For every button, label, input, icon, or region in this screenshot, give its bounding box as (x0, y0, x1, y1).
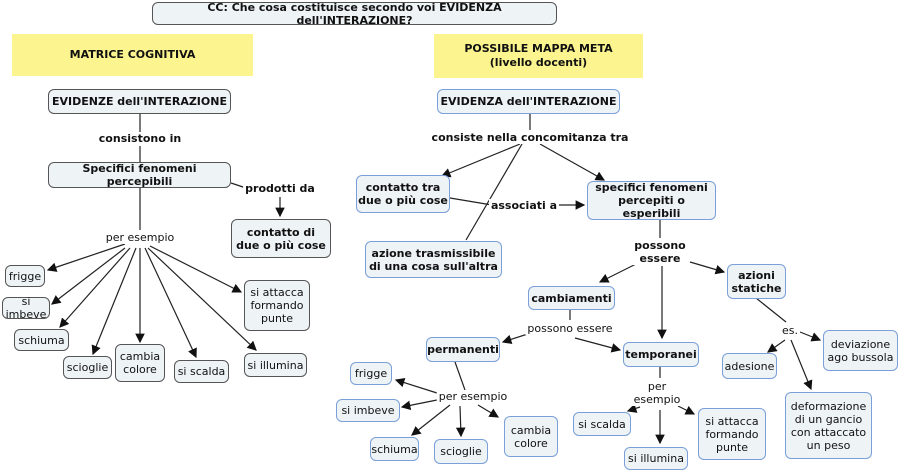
example-si-imbeve[interactable]: si imbeve (2, 295, 50, 321)
header-matrice-cognitiva: MATRICE COGNITIVA (12, 34, 253, 76)
example-si-scalda[interactable]: si scalda (174, 360, 229, 383)
example-cambia-colore[interactable]: cambia colore (115, 344, 165, 382)
example-frigge[interactable]: frigge (5, 265, 45, 287)
temp-si-illumina[interactable]: si illumina (624, 447, 688, 470)
perm-frigge[interactable]: frigge (350, 362, 392, 385)
link-prodotti-da: prodotti da (243, 182, 317, 195)
node-evidenza[interactable]: EVIDENZA dell'INTERAZIONE (437, 89, 620, 114)
header-mappa-meta: POSSIBILE MAPPA META (livello docenti) (434, 34, 643, 78)
link-consistono-in: consistono in (96, 132, 184, 145)
node-temporanei[interactable]: temporanei (623, 342, 699, 367)
link-possono-essere: possono essere (632, 239, 688, 265)
example-schiuma[interactable]: schiuma (14, 329, 69, 351)
example-si-attacca[interactable]: si attacca formando punte (244, 280, 310, 331)
example-adesione[interactable]: adesione (722, 353, 777, 379)
node-contatto-tra[interactable]: contatto tra due o più cose (356, 175, 450, 213)
example-si-illumina[interactable]: si illumina (244, 353, 307, 377)
node-specifici-fenomeni-percepiti[interactable]: specifici fenomeni percepiti o esperibil… (587, 181, 716, 220)
example-deformazione[interactable]: deformazione di un gancio con attaccato … (785, 392, 872, 459)
temp-si-scalda[interactable]: si scalda (573, 412, 631, 436)
link-per-esempio: per esempio (103, 231, 177, 244)
perm-cambia-colore[interactable]: cambia colore (504, 416, 558, 457)
question-title: CC: Che cosa costituisce secondo voi EVI… (152, 1, 557, 27)
node-azione-trasmissibile[interactable]: azione trasmissibile di una cosa sull'al… (365, 241, 502, 278)
link-concomitanza: consiste nella concomitanza tra (429, 131, 631, 144)
perm-scioglie[interactable]: scioglie (434, 439, 488, 464)
node-cambiamenti[interactable]: cambiamenti (528, 286, 615, 310)
example-scioglie[interactable]: scioglie (63, 356, 112, 379)
node-permanenti[interactable]: permanenti (426, 337, 500, 362)
example-deviazione[interactable]: deviazione ago bussola (823, 330, 898, 371)
link-per-esempio-perm: per esempio (436, 390, 510, 403)
perm-schiuma[interactable]: schiuma (370, 437, 419, 461)
link-possono-essere-2: possono essere (525, 322, 615, 335)
node-azioni-statiche[interactable]: azioni statiche (727, 264, 786, 299)
temp-si-attacca[interactable]: si attacca formando punte (698, 408, 766, 460)
perm-si-imbeve[interactable]: si imbeve (336, 399, 400, 422)
node-contatto[interactable]: contatto di due o più cose (231, 219, 331, 258)
node-evidenze[interactable]: EVIDENZE dell'INTERAZIONE (48, 89, 231, 114)
node-specifici-fenomeni[interactable]: Specifici fenomeni percepibili (48, 162, 231, 188)
link-es: es. (780, 324, 800, 337)
link-associati-a: associati a (488, 199, 560, 212)
link-per-esempio-temp: per esempio (631, 380, 683, 406)
